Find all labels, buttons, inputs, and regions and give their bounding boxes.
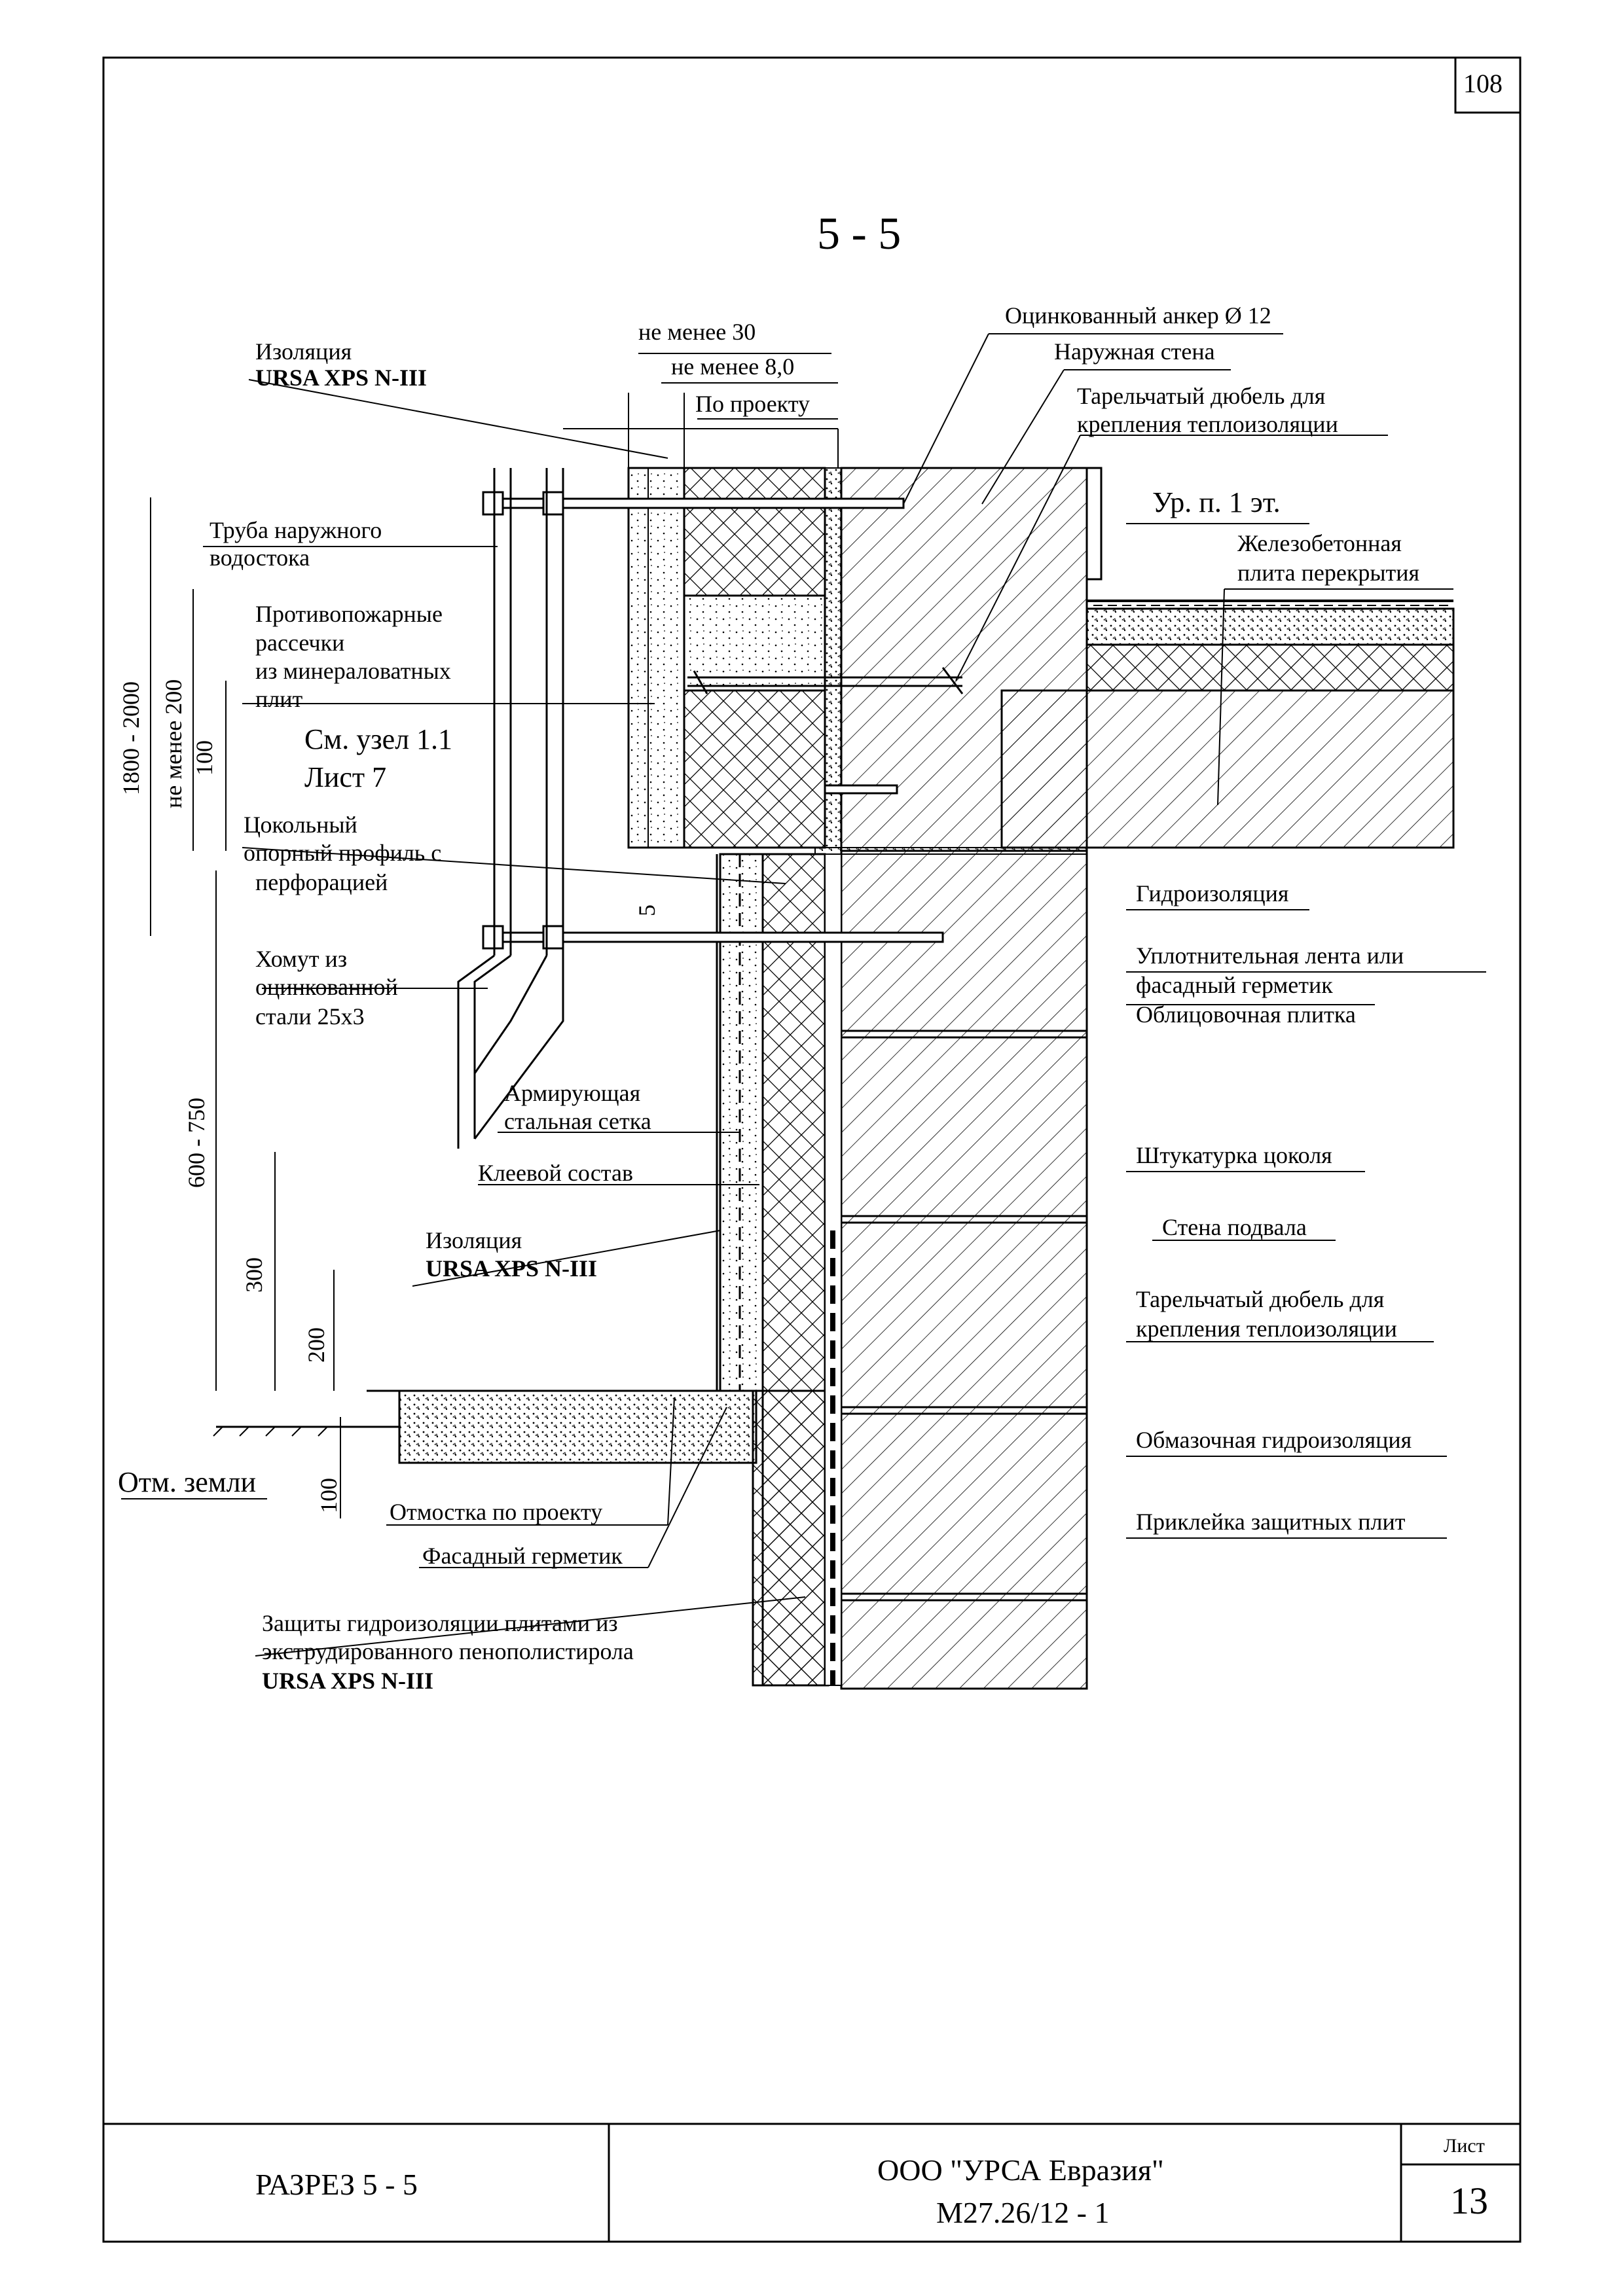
- label-waterproofing: Гидроизоляция: [1136, 880, 1289, 906]
- label-anchor: Оцинкованный анкер Ø 12: [1005, 302, 1271, 329]
- plinth-insulation: [716, 853, 842, 1687]
- label-insulation-top: Изоляция: [255, 338, 352, 365]
- label-profile-3: перфорацией: [255, 869, 388, 895]
- label-seal-2: фасадный герметик: [1136, 972, 1333, 998]
- label-fire-4: плит: [255, 686, 303, 712]
- label-fire-2: рассечки: [255, 630, 345, 656]
- leader-lines: [121, 333, 1486, 1657]
- titleblock-sheet-number: 13: [1450, 2179, 1488, 2222]
- titleblock-section: РАЗРЕЗ 5 - 5: [255, 2168, 418, 2201]
- label-ref: См. узел 1.1: [304, 723, 453, 755]
- dimension-lines: [150, 393, 839, 1518]
- label-protect-2: экструдированного пенополистирола: [262, 1638, 634, 1664]
- dim-200min: не менее 200: [160, 679, 187, 808]
- label-fire-3: из минераловатных: [255, 658, 451, 684]
- label-clamp: Хомут из: [255, 946, 348, 972]
- dim-gap-5: 5: [634, 905, 660, 916]
- label-ref-2: Лист 7: [304, 761, 387, 793]
- label-outer-wall: Наружная стена: [1054, 338, 1215, 365]
- label-dowel-top-2: крепления теплоизоляции: [1077, 411, 1338, 437]
- blind-area: [213, 1390, 757, 1464]
- label-glue: Клеевой состав: [478, 1160, 633, 1186]
- dim-100b: 100: [316, 1478, 342, 1513]
- downpipe: [457, 468, 564, 1149]
- floor-slab: [814, 592, 1455, 855]
- label-pipe-2: водостока: [210, 545, 310, 571]
- label-insulation-mid: Изоляция: [426, 1227, 522, 1253]
- sheet-number-top: 108: [1463, 69, 1503, 98]
- label-ground: Отм. земли: [118, 1466, 257, 1498]
- label-slab: Железобетонная: [1237, 530, 1402, 556]
- dim-100a: 100: [191, 740, 217, 776]
- label-protect: Защиты гидроизоляции плитами из: [262, 1610, 618, 1636]
- label-insulation-top-brand: URSA XPS N-III: [255, 365, 428, 391]
- section-title: 5 - 5: [817, 209, 902, 259]
- basement-wall: [840, 850, 1088, 1690]
- dim-300: 300: [241, 1257, 267, 1293]
- label-dowel-bot-2: крепления теплоизоляции: [1136, 1316, 1397, 1342]
- label-clamp-2: оцинкованной: [255, 974, 398, 1000]
- label-mesh: Армирующая: [504, 1080, 641, 1106]
- label-facade-sealant: Фасадный герметик: [422, 1543, 623, 1569]
- label-blind-area: Отмостка по проекту: [390, 1499, 603, 1525]
- dim-600: 600 - 750: [183, 1098, 210, 1188]
- sheet-frame: [102, 56, 1522, 2243]
- label-mesh-2: стальная сетка: [504, 1108, 651, 1134]
- titleblock-code: М27.26/12 - 1: [936, 2196, 1110, 2229]
- label-floor-level: Ур. п. 1 эт.: [1152, 486, 1281, 518]
- label-pipe: Труба наружного: [210, 517, 382, 543]
- titleblock-sheet-label: Лист: [1444, 2135, 1485, 2157]
- label-dowel-bot: Тарельчатый дюбель для: [1136, 1286, 1385, 1312]
- label-coating-wp: Обмазочная гидроизоляция: [1136, 1427, 1412, 1453]
- dim-top-2: не менее 8,0: [671, 353, 795, 380]
- dim-200: 200: [303, 1327, 329, 1363]
- label-profile: Цокольный: [244, 812, 357, 838]
- dim-1800: 1800 - 2000: [118, 681, 144, 795]
- label-profile-2: опорный профиль с: [244, 840, 442, 866]
- label-insulation-mid-brand: URSA XPS N-III: [426, 1255, 598, 1282]
- upper-insulation: [627, 467, 842, 849]
- label-plaster: Штукатурка цоколя: [1136, 1142, 1332, 1168]
- label-tile: Облицовочная плитка: [1136, 1001, 1356, 1028]
- label-dowel-top: Тарельчатый дюбель для: [1077, 383, 1326, 409]
- anchors: [482, 491, 964, 950]
- label-slab-2: плита перекрытия: [1237, 560, 1420, 586]
- titleblock-company: ООО "УРСА Евразия": [877, 2153, 1164, 2187]
- dim-top-1: не менее 30: [638, 319, 756, 345]
- label-clamp-3: стали 25х3: [255, 1003, 365, 1030]
- dim-top-3: По проекту: [695, 391, 810, 417]
- label-seal: Уплотнительная лента или: [1136, 942, 1404, 969]
- label-gluing: Приклейка защитных плит: [1136, 1509, 1406, 1535]
- label-protect-3: URSA XPS N-III: [262, 1668, 434, 1694]
- label-basement-wall: Стена подвала: [1162, 1214, 1307, 1240]
- label-fire: Противопожарные: [255, 601, 443, 627]
